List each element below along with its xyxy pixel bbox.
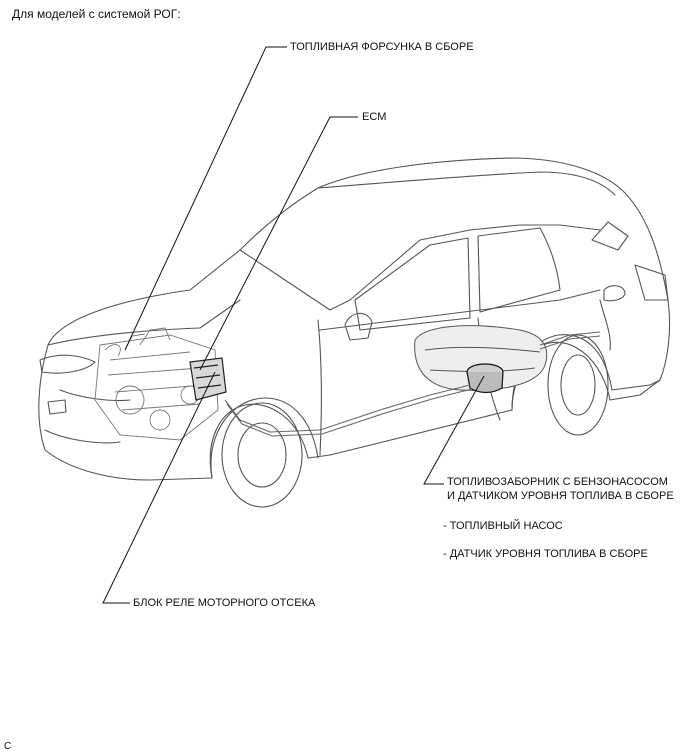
- label-relay-block: БЛОК РЕЛЕ МОТОРНОГО ОТСЕКА: [133, 597, 316, 609]
- label-fuel-pump-assembly-line2: И ДАТЧИКОМ УРОВНЯ ТОПЛИВА В СБОРЕ: [447, 490, 674, 502]
- front-wheel: [221, 402, 303, 508]
- figure-code: C: [4, 741, 12, 752]
- car-body-outline: [38, 157, 671, 481]
- rear-bumper: [611, 379, 661, 391]
- filler-neck: [599, 285, 626, 351]
- fuel-tank: [414, 325, 548, 391]
- door-line-front: [317, 319, 322, 456]
- hood-line: [47, 299, 241, 346]
- fuel-lines: [224, 331, 601, 437]
- leader-fuel-pump: [423, 375, 485, 485]
- rear-window: [477, 227, 561, 313]
- front-window: [354, 237, 471, 331]
- windshield: [239, 224, 601, 311]
- rear-wheel: [547, 334, 609, 436]
- leader-lines: [102, 46, 485, 604]
- rear-quarter-glass: [591, 221, 629, 251]
- tail-lamp: [634, 264, 669, 301]
- front-wheel-hub: [237, 422, 287, 488]
- label-fuel-gauge: - ДАТЧИК УРОВНЯ ТОПЛИВА В СБОРЕ: [443, 548, 648, 560]
- front-wheel-arch: [210, 397, 319, 479]
- side-mirror: [344, 312, 373, 341]
- belt-line: [319, 289, 601, 331]
- leader-ecm: [199, 116, 358, 371]
- leader-fuel-injector: [124, 46, 287, 351]
- rear-wheel-hub: [560, 354, 596, 416]
- label-fuel-injector: ТОПЛИВНАЯ ФОРСУНКА В СБОРЕ: [290, 41, 474, 53]
- label-fuel-pump: - ТОПЛИВНЫЙ НАСОС: [443, 520, 563, 532]
- leader-relay-block: [102, 371, 216, 604]
- relay-block-ecm: [189, 357, 227, 401]
- label-fuel-pump-assembly-line1: ТОПЛИВОЗАБОРНИК С БЕНЗОНАСОСОМ: [447, 476, 668, 488]
- roof-line: [317, 171, 616, 196]
- label-fuel-pump-assembly: ТОПЛИВОЗАБОРНИК С БЕНЗОНАСОСОМ И ДАТЧИКО…: [447, 475, 674, 503]
- grille: [44, 389, 131, 444]
- fog-lamp: [47, 399, 67, 415]
- page-header: Для моделей с системой РОГ:: [12, 7, 181, 21]
- headlight: [39, 354, 96, 374]
- label-ecm: ECM: [362, 111, 387, 123]
- fuel-pump-assembly: [466, 363, 504, 394]
